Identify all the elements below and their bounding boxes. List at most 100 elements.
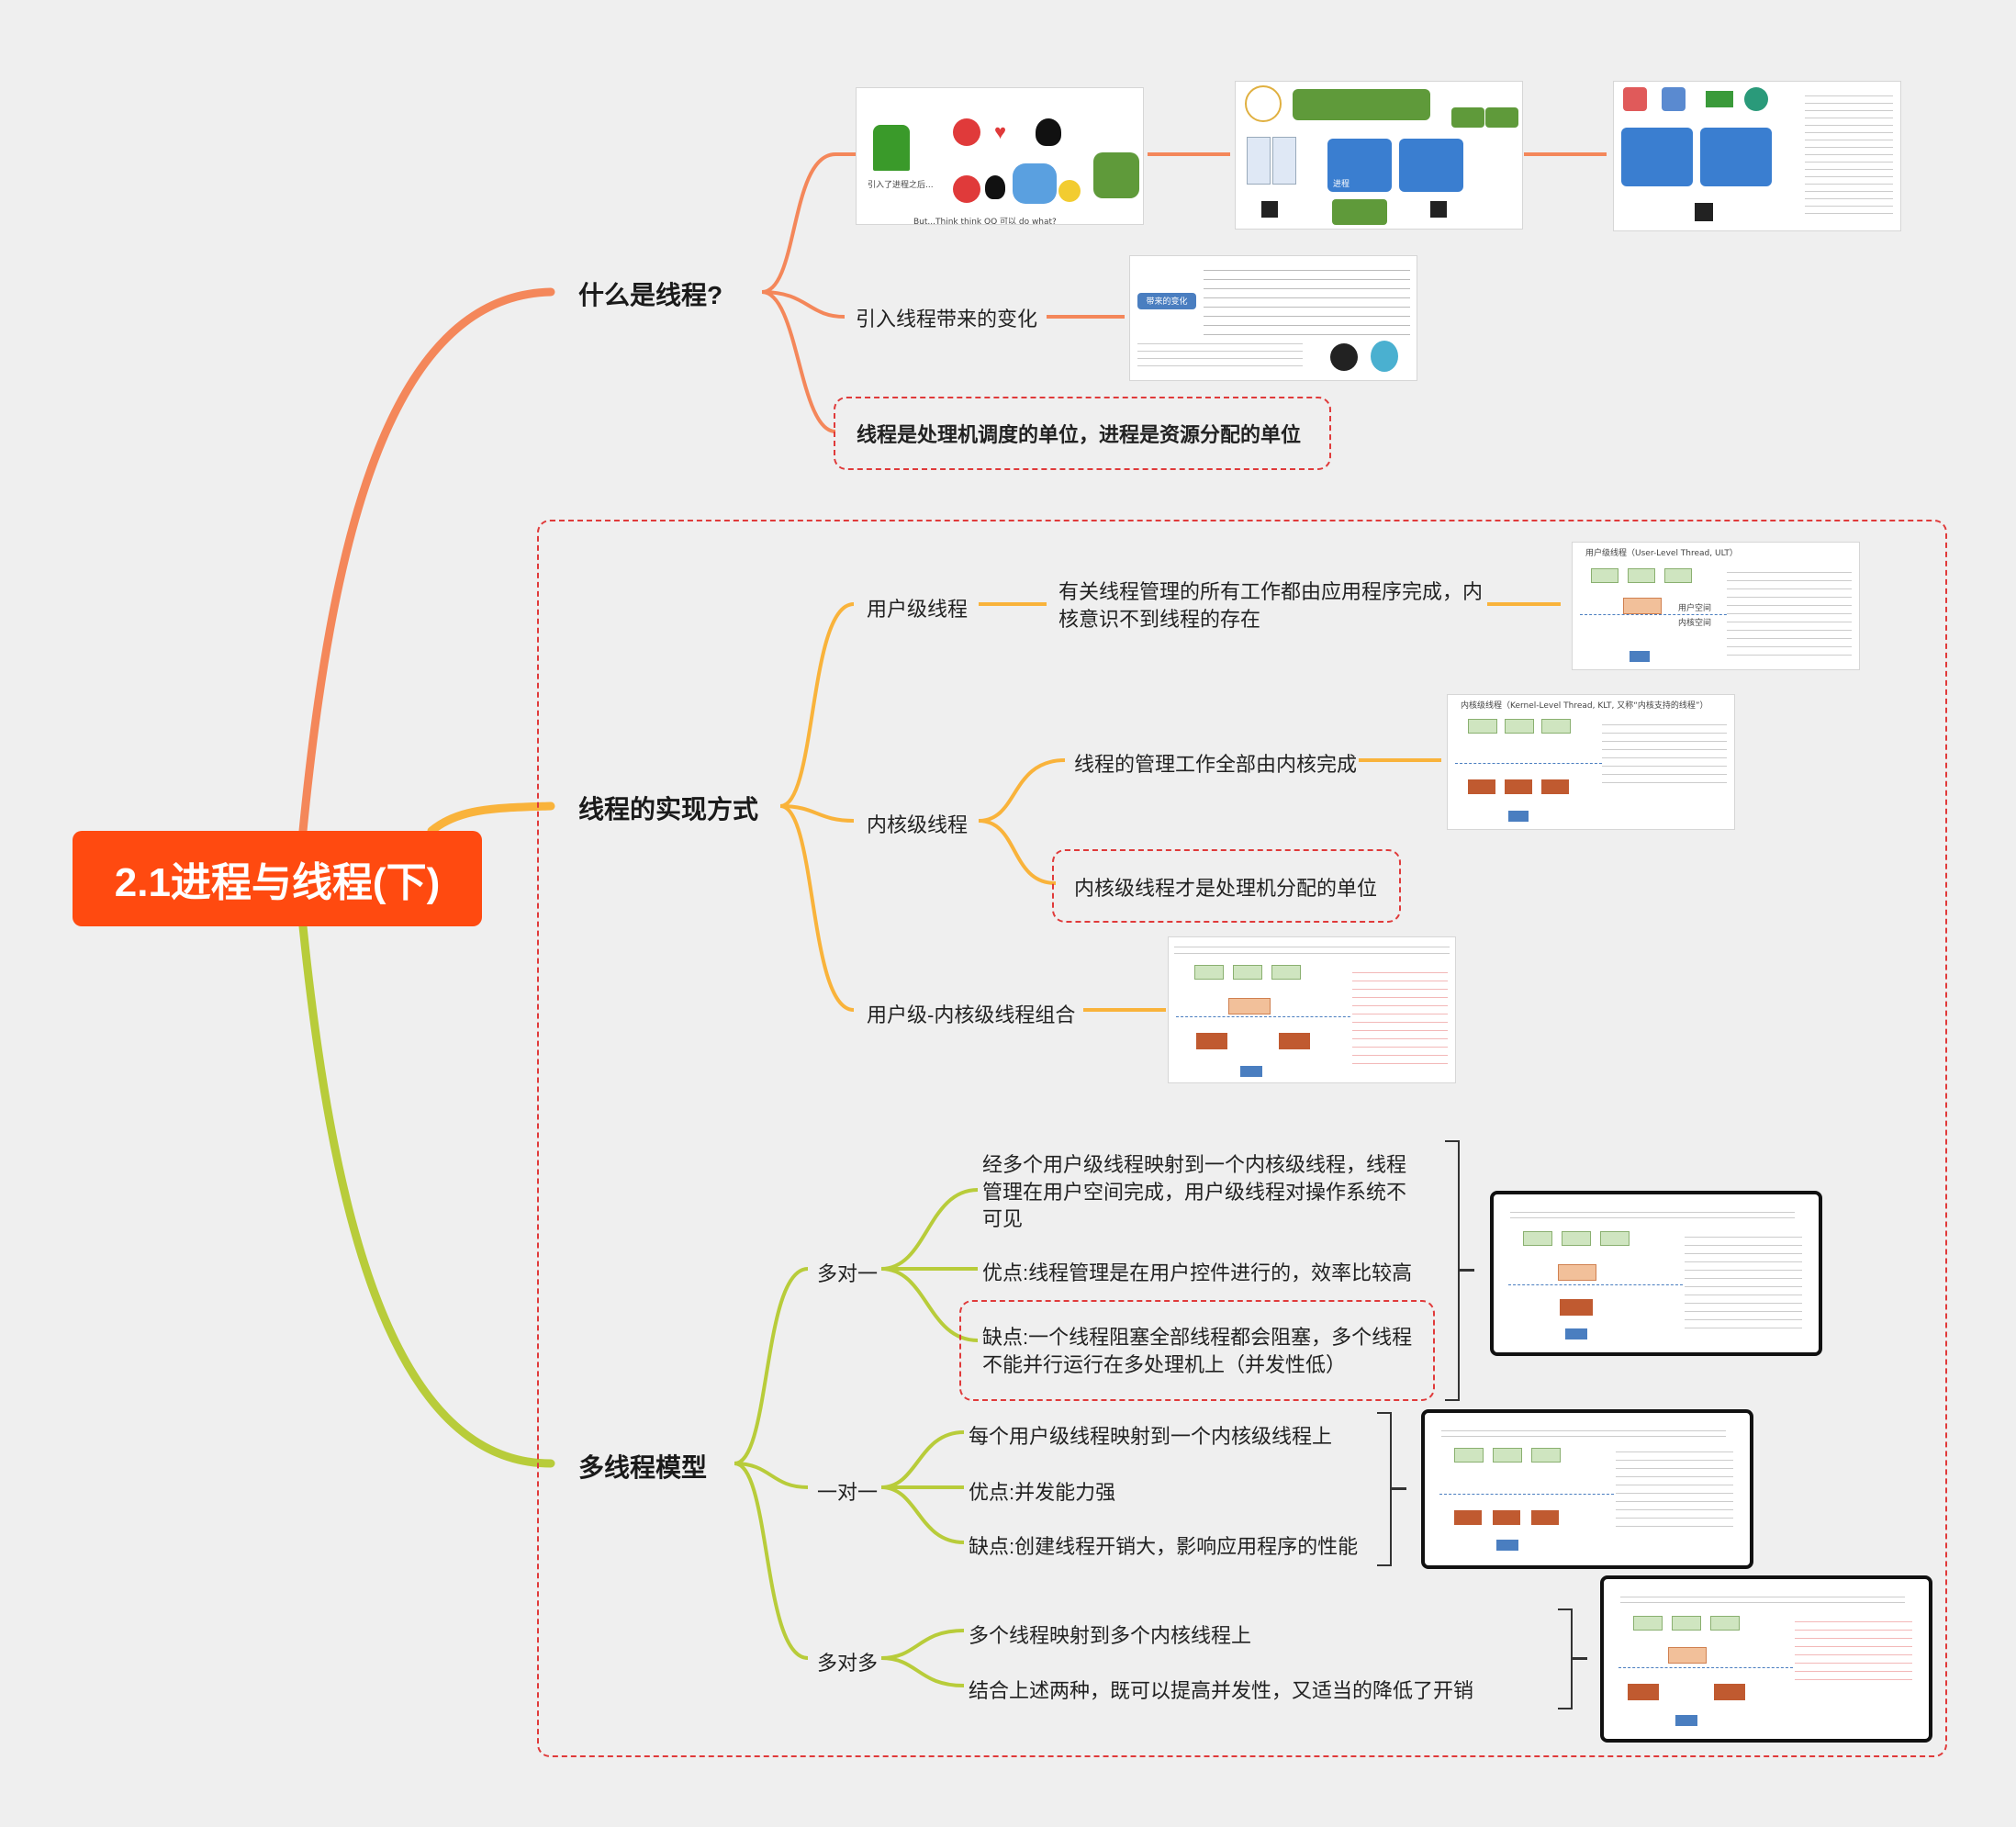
thread-box [1591, 568, 1618, 583]
image-thread-changes[interactable]: 带来的变化 [1129, 255, 1417, 381]
ult-notes [1727, 565, 1852, 656]
user-level-thread-desc[interactable]: 有关线程管理的所有工作都由应用程序完成，内核意识不到线程的存在 [1058, 580, 1484, 631]
one-to-one-pro[interactable]: 优点:并发能力强 [969, 1481, 1116, 1504]
image-one-to-one-model[interactable] [1421, 1409, 1753, 1569]
thread-box [1664, 568, 1692, 583]
speech-bubble-icon [1093, 152, 1139, 198]
kernel-thread-box [1628, 1684, 1659, 1700]
topic-user-level-thread[interactable]: 用户级线程 [867, 598, 969, 621]
one-to-one-desc[interactable]: 每个用户级线程映射到一个内核级线程上 [969, 1425, 1333, 1448]
penguin-icon [985, 175, 1005, 199]
thread-box [1562, 1231, 1591, 1246]
topic-one-to-one[interactable]: 一对一 [817, 1481, 879, 1504]
process-label: 进程 [1333, 180, 1350, 189]
klt-notes [1602, 717, 1727, 790]
topic-many-to-one[interactable]: 多对一 [817, 1262, 879, 1285]
scanner-icon [1662, 87, 1686, 111]
user-space-label: 用户空间 [1678, 604, 1712, 613]
kernel-thread-box [1493, 1510, 1520, 1525]
process-box [1240, 1066, 1262, 1077]
process-block [1327, 139, 1392, 192]
process-block [1700, 128, 1772, 186]
kernel-thread-box [1454, 1510, 1482, 1525]
topic-what-is-thread[interactable]: 什么是线程? [578, 281, 723, 309]
topic-combined-thread[interactable]: 用户级-内核级线程组合 [867, 1003, 1076, 1026]
space-divider [1508, 1284, 1683, 1285]
image-many-to-many-model[interactable] [1600, 1575, 1932, 1743]
speech-bubble-icon [1293, 89, 1430, 120]
code-block [1272, 137, 1296, 185]
thread-box [1468, 719, 1497, 734]
many-to-one-con[interactable]: 缺点:一个线程阻塞全部线程都会阻塞，多个线程不能并行运行在多处理机上（并发性低） [982, 1326, 1413, 1376]
code-block [1247, 137, 1271, 185]
kernel-thread-box [1531, 1510, 1559, 1525]
kernel-thread-box [1279, 1033, 1310, 1049]
printer-icon [1623, 87, 1647, 111]
thread-box [1672, 1616, 1701, 1631]
thread-box [1194, 965, 1224, 980]
image-kernel-level-thread[interactable]: 内核级线程（Kernel-Level Thread, KLT, 又称“内核支持的… [1447, 694, 1735, 830]
process-block [1399, 139, 1463, 192]
thread-box [1541, 719, 1571, 734]
thread-box [1233, 965, 1262, 980]
kernel-thread-desc[interactable]: 线程的管理工作全部由内核完成 [1074, 753, 1358, 776]
kernel-thread-box [1468, 779, 1495, 794]
implementation-models-region [537, 520, 1947, 1757]
thread-box [1505, 719, 1534, 734]
thread-box [1633, 1616, 1663, 1631]
cpu-icon [1261, 201, 1278, 218]
cpu-icon [1430, 201, 1447, 218]
model-title [1620, 1592, 1905, 1603]
topic-many-to-many[interactable]: 多对多 [817, 1652, 879, 1675]
kernel-thread-key-point[interactable]: 内核级线程才是处理机分配的单位 [1074, 877, 1378, 900]
topic-multithread-models[interactable]: 多线程模型 [578, 1453, 708, 1482]
image-thread-concept[interactable]: 进程 [1235, 81, 1523, 230]
combined-title [1174, 941, 1450, 954]
key-point-box [834, 397, 1331, 470]
kernel-key-point-box [1052, 849, 1401, 923]
model-notes [1795, 1614, 1912, 1687]
process-box [1675, 1715, 1697, 1726]
topic-thread-key-point[interactable]: 线程是处理机调度的单位，进程是资源分配的单位 [857, 423, 1302, 446]
change-list [1204, 262, 1410, 335]
process-box [1508, 811, 1529, 822]
thread-library-box [1623, 598, 1662, 614]
image-many-to-one-model[interactable] [1490, 1191, 1822, 1356]
space-divider [1580, 614, 1736, 615]
space-divider [1176, 1016, 1360, 1017]
bracket-tick [1458, 1269, 1474, 1272]
thread-library-box [1228, 998, 1271, 1014]
thread-box [1271, 965, 1301, 980]
cpu-icon [1695, 203, 1713, 221]
image-thread-resources[interactable] [1613, 81, 1901, 231]
image-qq-processes[interactable]: ♥ 引入了进程之后... But...Think think QQ 可以 do … [856, 87, 1144, 225]
topic-thread-change[interactable]: 引入线程带来的变化 [856, 308, 1038, 331]
qq-caption: But...Think think QQ 可以 do what? [913, 218, 1057, 225]
many-to-many-note[interactable]: 结合上述两种，既可以提高并发性，又适当的降低了开销 [969, 1679, 1474, 1702]
notes-text [1805, 89, 1893, 218]
kernel-thread-box [1714, 1684, 1745, 1700]
image-combined-thread[interactable] [1168, 936, 1456, 1083]
change-notes [1137, 337, 1303, 372]
avatar [1371, 341, 1398, 372]
space-divider [1455, 763, 1602, 764]
thread-box [1628, 568, 1655, 583]
kernel-thread-box [1196, 1033, 1227, 1049]
emoji-icon [1058, 180, 1081, 202]
image-user-level-thread[interactable]: 用户级线程（User-Level Thread, ULT） 用户空间 内核空间 [1572, 542, 1860, 670]
thread-box [1454, 1448, 1484, 1463]
topic-kernel-level-thread[interactable]: 内核级线程 [867, 813, 969, 836]
many-to-one-pro[interactable]: 优点:线程管理是在用户控件进行的，效率比较高 [982, 1261, 1413, 1284]
printer-icon [1744, 87, 1768, 111]
note-icon [1485, 107, 1518, 128]
many-to-one-desc[interactable]: 经多个用户级线程映射到一个内核级线程，线程管理在用户空间完成，用户级线程对操作系… [982, 1153, 1407, 1231]
space-divider [1439, 1494, 1614, 1495]
change-node: 带来的变化 [1137, 293, 1196, 309]
ult-title: 用户级线程（User-Level Thread, ULT） [1585, 549, 1738, 558]
one-to-one-con[interactable]: 缺点:创建线程开销大，影响应用程序的性能 [969, 1535, 1359, 1558]
root-topic[interactable]: 2.1进程与线程(下) [73, 831, 482, 926]
intro-caption: 引入了进程之后... [868, 181, 934, 190]
heart-icon: ♥ [994, 120, 1007, 143]
many-to-many-desc[interactable]: 多个线程映射到多个内核线程上 [969, 1624, 1252, 1647]
topic-thread-implementation[interactable]: 线程的实现方式 [578, 795, 759, 824]
